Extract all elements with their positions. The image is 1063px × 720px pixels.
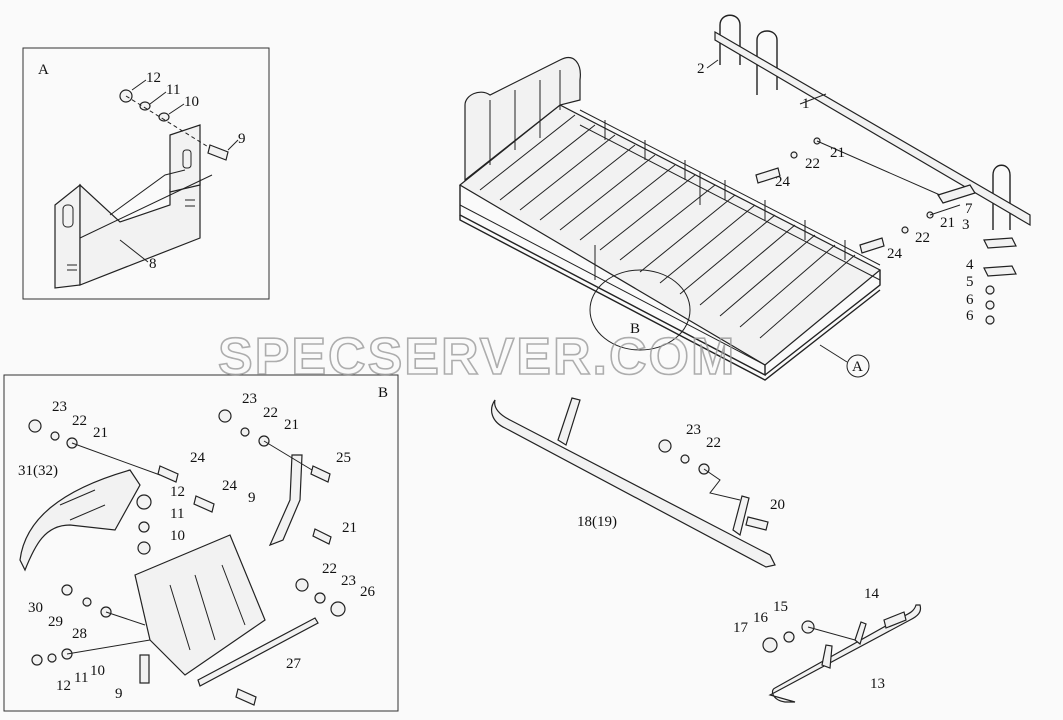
rear-bar-body [768, 604, 922, 703]
callout: 12 [146, 70, 161, 86]
callout: 11 [170, 506, 184, 522]
callout: 22 [706, 435, 721, 451]
callout: 2 [697, 61, 705, 77]
callout: 10 [90, 663, 105, 679]
hardware-stack [119, 89, 229, 161]
callout: 10 [170, 528, 185, 544]
callout: 23 [686, 422, 701, 438]
mudguard-part [19, 469, 141, 572]
callout: 24 [775, 174, 791, 190]
callout: 22 [805, 156, 820, 172]
callout: 21 [940, 215, 955, 231]
mud-flap-part [134, 534, 266, 676]
watermark-text: SPECSERVER.COM [218, 328, 736, 386]
view-b-marker [589, 269, 691, 351]
callout: 9 [248, 490, 256, 506]
callout: 21 [284, 417, 299, 433]
callout: 11 [166, 82, 180, 98]
callout: 27 [286, 656, 302, 672]
truck-bed: B A [458, 57, 882, 381]
callout: 26 [360, 584, 376, 600]
detail-b-frame [3, 374, 399, 712]
view-b-label: B [630, 321, 640, 337]
detail-b-hardware [28, 409, 346, 706]
rear-bar: 14 15 16 17 13 [733, 586, 922, 703]
callout: 15 [773, 599, 788, 615]
side-rail: 23 22 20 18(19) [491, 397, 785, 568]
flap-bracket-part [268, 454, 303, 547]
callout: 7 [965, 201, 973, 217]
callout: 24 [222, 478, 238, 494]
callout: 21 [93, 425, 108, 441]
callout: 31(32) [18, 463, 58, 479]
callout: 12 [170, 484, 185, 500]
callout: 29 [48, 614, 63, 630]
callout: 23 [341, 573, 356, 589]
callout: 14 [864, 586, 880, 602]
detail-b-callouts: 23 22 21 31(32) 24 12 11 10 30 29 28 12 … [18, 391, 376, 702]
bracket-part [54, 124, 213, 289]
callout: 10 [184, 94, 199, 110]
callout: 8 [149, 256, 157, 272]
callout: 23 [242, 391, 257, 407]
callout: 24 [887, 246, 903, 262]
callout: 22 [263, 405, 278, 421]
callout: 28 [72, 626, 87, 642]
callout: 11 [74, 670, 88, 686]
callout: 18(19) [577, 514, 617, 530]
detail-a-frame [22, 47, 270, 300]
headboard [464, 57, 581, 182]
callout: 17 [733, 620, 749, 636]
callout: 30 [28, 600, 43, 616]
detail-a: A 12 11 10 9 8 [22, 47, 270, 300]
view-a-marker [846, 354, 870, 378]
callout: 24 [190, 450, 206, 466]
callout: 21 [342, 520, 357, 536]
callout: 22 [322, 561, 337, 577]
long-bar [714, 30, 1031, 227]
u-bolt-assembly [714, 14, 1031, 325]
callout: 9 [238, 131, 246, 147]
view-a-label: A [852, 359, 863, 375]
callout: 23 [52, 399, 67, 415]
callout: 22 [915, 230, 930, 246]
truck-bed-callouts: 2 1 21 22 24 21 22 24 7 3 4 5 6 6 [697, 59, 974, 324]
callout: 3 [962, 217, 970, 233]
callout: 20 [770, 497, 785, 513]
side-rail-bar [491, 399, 776, 568]
callout: 4 [966, 257, 974, 273]
detail-b: B 23 22 21 31(3 [3, 374, 399, 712]
callout: 1 [802, 96, 810, 112]
callout: 13 [870, 676, 885, 692]
callout: 9 [115, 686, 123, 702]
callout: 16 [753, 610, 769, 626]
callout: 21 [830, 145, 845, 161]
callout: 6 [966, 292, 974, 308]
detail-b-letter: B [378, 385, 388, 401]
detail-a-callouts: 12 11 10 9 8 [119, 70, 246, 272]
strip-part [197, 617, 319, 687]
callout: 22 [72, 413, 87, 429]
callout: 5 [966, 274, 974, 290]
detail-a-letter: A [38, 62, 49, 78]
callout: 12 [56, 678, 71, 694]
callout: 6 [966, 308, 974, 324]
callout: 25 [336, 450, 351, 466]
